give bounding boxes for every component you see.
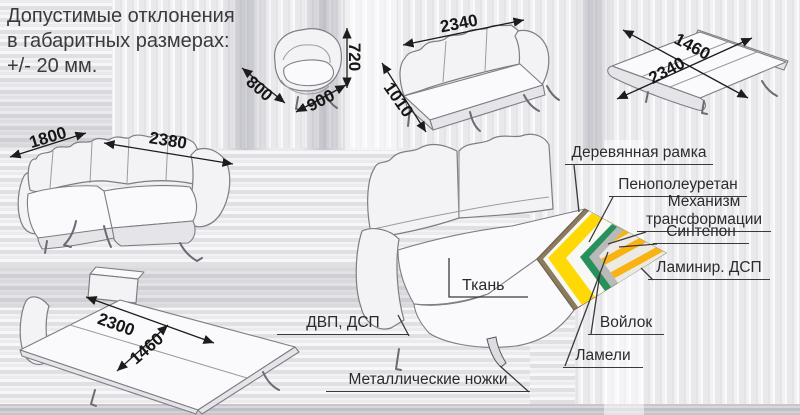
label-leader-lines [397, 164, 658, 393]
leader-laminated [640, 267, 654, 281]
label-mechanism-line1: Механизм [667, 193, 741, 210]
tolerance-note: Допустимые отклонения в габаритных разме… [7, 4, 337, 79]
leader-mechanism [607, 231, 647, 245]
leader-felt [590, 272, 601, 335]
label-foam: Пенополеуретан [609, 176, 747, 197]
arrow-900 [295, 84, 347, 113]
leader-fiberboard [397, 314, 410, 337]
leader-sintepon [618, 243, 658, 248]
cutaway-sofa-drawing [355, 133, 586, 371]
dimension-arrows [9, 17, 753, 372]
arrow-2380 [103, 140, 234, 167]
label-sintepon: Синтепон [653, 223, 749, 244]
arrow-1800 [9, 131, 87, 159]
leader-lamellae [564, 251, 609, 367]
tolerance-note-line3: +/- 20 мм. [7, 55, 98, 77]
corner-sofa-drawing [17, 133, 231, 262]
label-mechanism-line2: трансформации [645, 211, 763, 228]
label-fabric: Ткань [462, 277, 505, 294]
leader-wooden-frame [573, 164, 580, 213]
label-felt: Войлок [588, 314, 664, 335]
arrow-2340-folded [616, 37, 753, 100]
arrow-1460-bed [116, 324, 169, 372]
label-laminated-chipboard: Ламинир. ДСП [648, 259, 770, 280]
leader-metal-legs [499, 365, 530, 393]
leader-foam [588, 196, 614, 243]
label-wooden-frame: Деревянная рамка [565, 144, 713, 165]
bg-vband-dark-3 [575, 0, 613, 150]
label-metal-legs: Металлические ножки [326, 371, 530, 392]
arrow-800 [241, 67, 286, 104]
tolerance-note-line1: Допустимые отклонения [7, 5, 235, 27]
bg-bottom-strip [0, 404, 800, 415]
leader-fabric [448, 258, 528, 298]
label-fiberboard: ДВП, ДСП [277, 314, 409, 335]
arrow-2340-sofa [402, 17, 525, 48]
label-mechanism: Механизм трансформации [637, 193, 771, 232]
arrow-2300 [85, 296, 215, 344]
dim-armchair-height: 720 [345, 42, 364, 72]
arrow-1010 [381, 62, 427, 133]
label-lamellae: Ламели [563, 347, 643, 368]
tolerance-note-line2: в габаритных размерах: [7, 30, 230, 52]
bg-panel-topleft [0, 0, 112, 150]
